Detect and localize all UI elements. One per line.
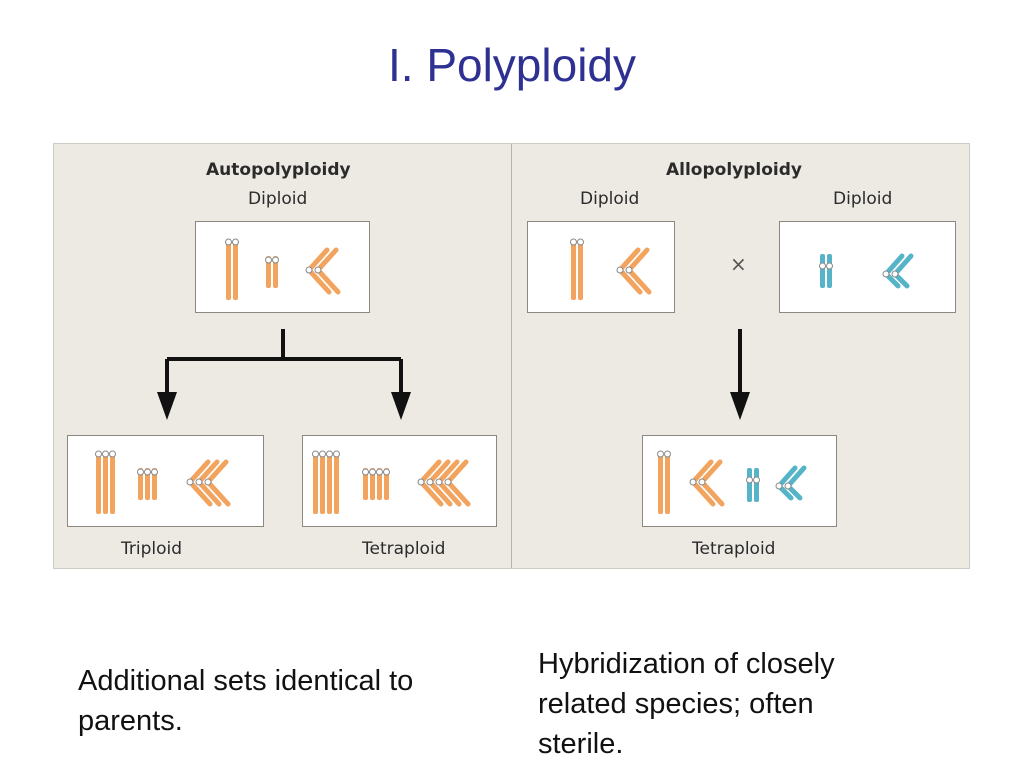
auto-tetraploid-label: Tetraploid (362, 539, 446, 559)
arrow-layer (157, 329, 750, 420)
caption-left-line-2: parents. (78, 705, 183, 737)
caption-right-line-1: Hybridization of closely (538, 648, 835, 680)
bent-chromosome-pair (305, 247, 341, 295)
blue-bent-pair (775, 465, 807, 501)
arrowhead-allo (730, 392, 750, 420)
allo-tetraploid-label: Tetraploid (692, 539, 776, 559)
long-chromosome-pair (225, 238, 239, 300)
orange-bent-pair (616, 247, 652, 295)
orange-bent-pair (689, 459, 725, 507)
allo-parent-box-2 (779, 221, 956, 313)
allo-diploid-label-1: Diploid (580, 189, 640, 209)
blue-short-pair (746, 468, 760, 502)
auto-diploid-chromosomes (225, 238, 341, 300)
auto-diploid-box (195, 221, 370, 313)
auto-branch-arrows (165, 329, 403, 394)
allo-parent-box-1 (527, 221, 675, 313)
orange-diploid-chromosomes (570, 238, 652, 300)
allopolyploidy-caption: Hybridization of closely related species… (538, 644, 835, 764)
short-chromosome-triplet (137, 468, 158, 500)
panel-divider (511, 144, 512, 568)
short-chromosome-quartet (362, 468, 390, 500)
autopolyploidy-caption: Additional sets identical to parents. (78, 661, 413, 741)
bent-chromosome-quartet (417, 459, 471, 507)
slide-title: I. Polyploidy (387, 39, 636, 91)
long-chromosome-quartet (312, 450, 340, 514)
allopolyploidy-heading: Allopolyploidy (666, 160, 802, 180)
auto-tetraploid-chromosomes (312, 450, 471, 514)
arrowhead-right (391, 392, 411, 420)
caption-right-line-3: sterile. (538, 728, 624, 760)
triploid-chromosomes (95, 450, 231, 514)
allo-diploid-label-2: Diploid (833, 189, 893, 209)
caption-left-line-1: Additional sets identical to (78, 665, 414, 697)
triploid-label: Triploid (121, 539, 183, 559)
orange-long-pair (657, 450, 671, 514)
blue-bent-pair (882, 253, 914, 289)
auto-diploid-label: Diploid (248, 189, 308, 209)
auto-tetraploid-box (302, 435, 497, 527)
autopolyploidy-heading: Autopolyploidy (206, 160, 351, 180)
triploid-box (67, 435, 264, 527)
caption-right-line-2: related species; often (538, 688, 814, 720)
blue-short-pair (819, 254, 833, 288)
long-chromosome-triplet (95, 450, 116, 514)
blue-diploid-chromosomes (819, 253, 914, 289)
polyploidy-figure: Autopolyploidy Diploid (53, 143, 970, 569)
allo-tetraploid-box (642, 435, 837, 527)
short-chromosome-pair (265, 256, 279, 288)
cross-symbol: × (730, 252, 747, 276)
allotetraploid-chromosomes (657, 450, 807, 514)
bent-chromosome-triplet (186, 459, 231, 507)
orange-long-pair (570, 238, 584, 300)
arrowhead-left (157, 392, 177, 420)
